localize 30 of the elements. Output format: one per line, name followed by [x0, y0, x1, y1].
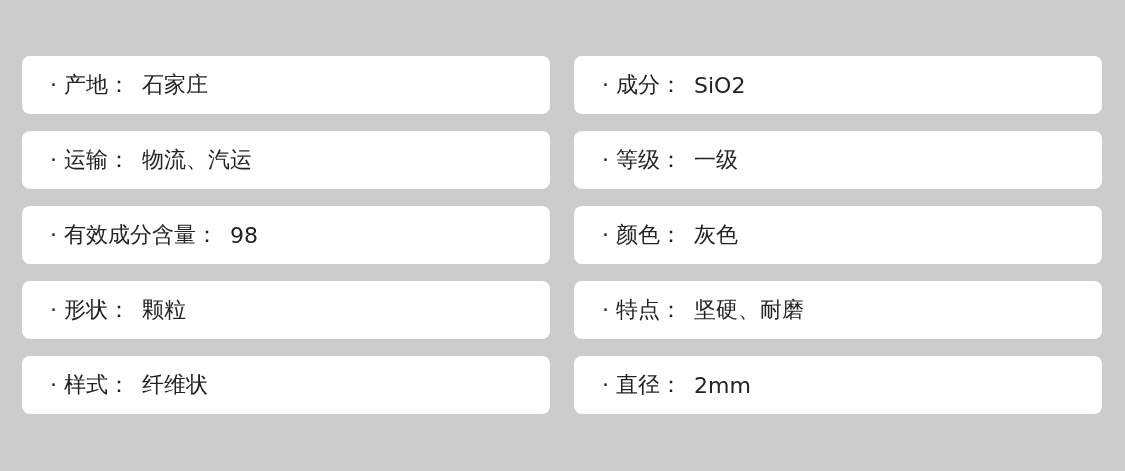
property-name: · 样式：	[50, 371, 130, 399]
property-value: 2mm	[694, 372, 751, 398]
property-value: 石家庄	[142, 71, 208, 99]
property-name: · 成分：	[602, 71, 682, 99]
property-card	[22, 356, 550, 414]
property-card	[574, 281, 1102, 339]
property-value: 一级	[694, 146, 738, 174]
property-value: 98	[230, 222, 258, 248]
property-card	[574, 206, 1102, 264]
property-name: · 形状：	[50, 296, 130, 324]
property-card	[574, 56, 1102, 114]
property-value: 坚硬、耐磨	[694, 296, 804, 324]
property-value: 物流、汽运	[142, 146, 252, 174]
property-card	[574, 131, 1102, 189]
property-card	[22, 56, 550, 114]
property-name: · 特点：	[602, 296, 682, 324]
property-value: 纤维状	[142, 371, 208, 399]
property-value: 颗粒	[142, 296, 186, 324]
property-card	[22, 206, 550, 264]
property-card	[22, 281, 550, 339]
property-name: · 颜色：	[602, 221, 682, 249]
property-name: · 等级：	[602, 146, 682, 174]
property-card	[22, 131, 550, 189]
property-name: · 有效成分含量：	[50, 221, 218, 249]
property-name: · 运输：	[50, 146, 130, 174]
property-name: · 产地：	[50, 71, 130, 99]
property-value: 灰色	[694, 221, 738, 249]
property-value: SiO2	[694, 72, 746, 98]
property-name: · 直径：	[602, 371, 682, 399]
property-card	[574, 356, 1102, 414]
